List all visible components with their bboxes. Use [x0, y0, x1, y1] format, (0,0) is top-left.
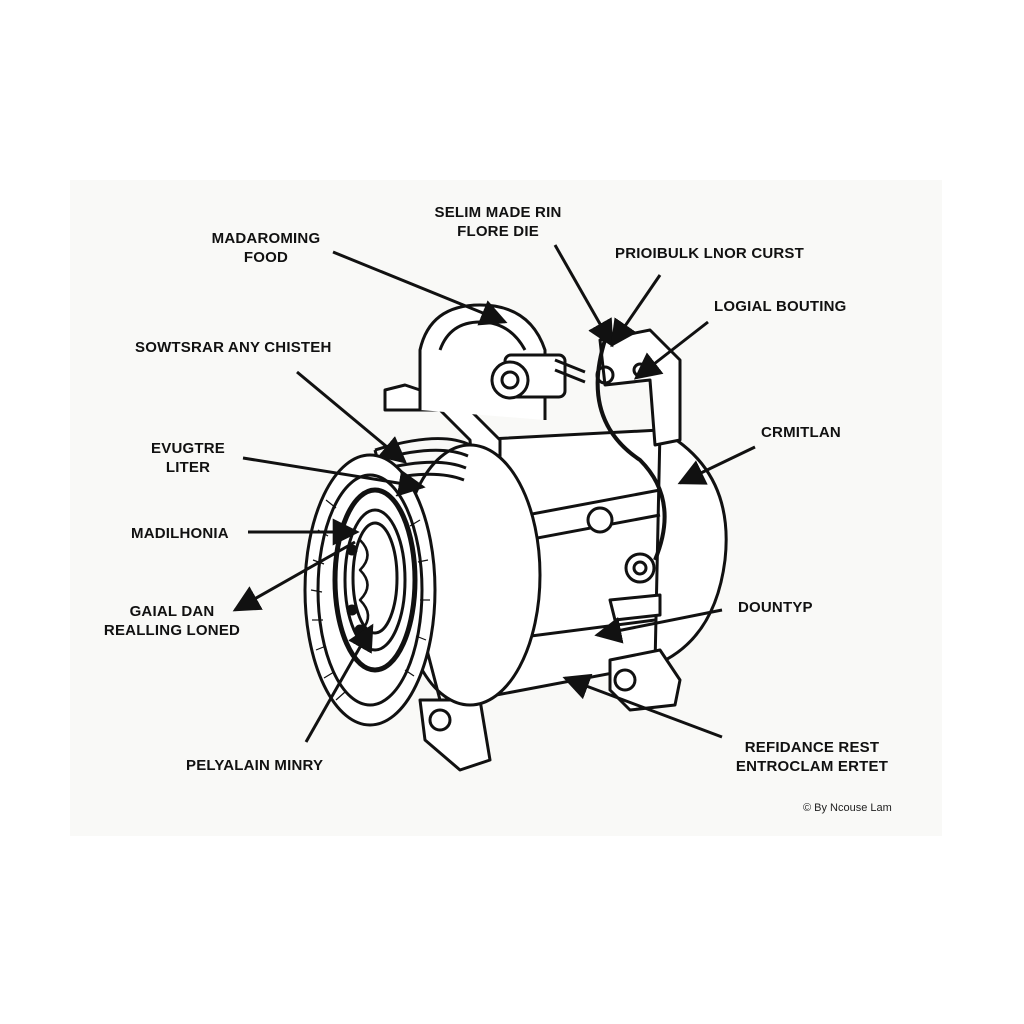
compressor-drawing — [232, 244, 756, 772]
label-line: SELIM MADE RIN — [434, 204, 562, 221]
label-evugtre-liter: EVUGTRE LITER — [140, 439, 236, 477]
label-dountyp: DOUNTYP — [738, 599, 813, 616]
arrow-selim-made-rin — [553, 244, 614, 348]
label-line: GAIAL DAN — [129, 603, 215, 620]
label-madilhonia: MADILHONIA — [131, 525, 229, 542]
arrow-gaial-dan — [232, 540, 356, 612]
label-refidance-rest: REFIDANCE REST ENTROCLAM ERTET — [732, 738, 892, 776]
label-gaial-dan: GAIAL DAN REALLING LONED — [100, 602, 244, 640]
credit-text: © By Ncouse Lam — [803, 802, 892, 814]
label-prioibulk-lnor-curst: PRIOIBULK LNOR CURST — [615, 245, 804, 262]
arrow-logial-bouting — [633, 320, 709, 380]
label-selim-made-rin: SELIM MADE RIN FLORE DIE — [428, 203, 568, 241]
label-pelyalain-minry: PELYALAIN MINRY — [186, 757, 324, 774]
leader-arrows — [232, 244, 756, 743]
label-line: EVUGTRE — [151, 440, 225, 457]
label-line: ENTROCLAM ERTET — [735, 758, 889, 775]
label-sowtsrar-any-chisteh: SOWTSRAR ANY CHISTEH — [135, 339, 332, 356]
diagram-panel — [70, 180, 942, 836]
label-line: MADAROMING — [211, 230, 321, 247]
arrow-dountyp — [594, 608, 723, 644]
arrow-evugtre — [242, 456, 426, 497]
arrow-pelyalain — [304, 623, 374, 743]
label-line: REFIDANCE REST — [744, 739, 880, 756]
label-line: FOOD — [243, 249, 289, 266]
arrow-refidance — [562, 673, 723, 739]
label-logial-bouting: LOGIAL BOUTING — [714, 298, 847, 315]
label-line: LITER — [165, 459, 211, 476]
label-line: REALLING LONED — [103, 622, 241, 639]
compressor-body — [303, 303, 728, 772]
label-madaroming-food: MADAROMING FOOD — [205, 229, 327, 267]
arrow-madaroming-food — [332, 250, 508, 326]
label-crmitlan: CRMITLAN — [761, 424, 841, 441]
label-line: FLORE DIE — [457, 223, 539, 240]
arrow-prioibulk — [610, 274, 662, 348]
arrow-sowtsrar — [296, 370, 408, 464]
arrow-crmitlan — [677, 445, 756, 485]
